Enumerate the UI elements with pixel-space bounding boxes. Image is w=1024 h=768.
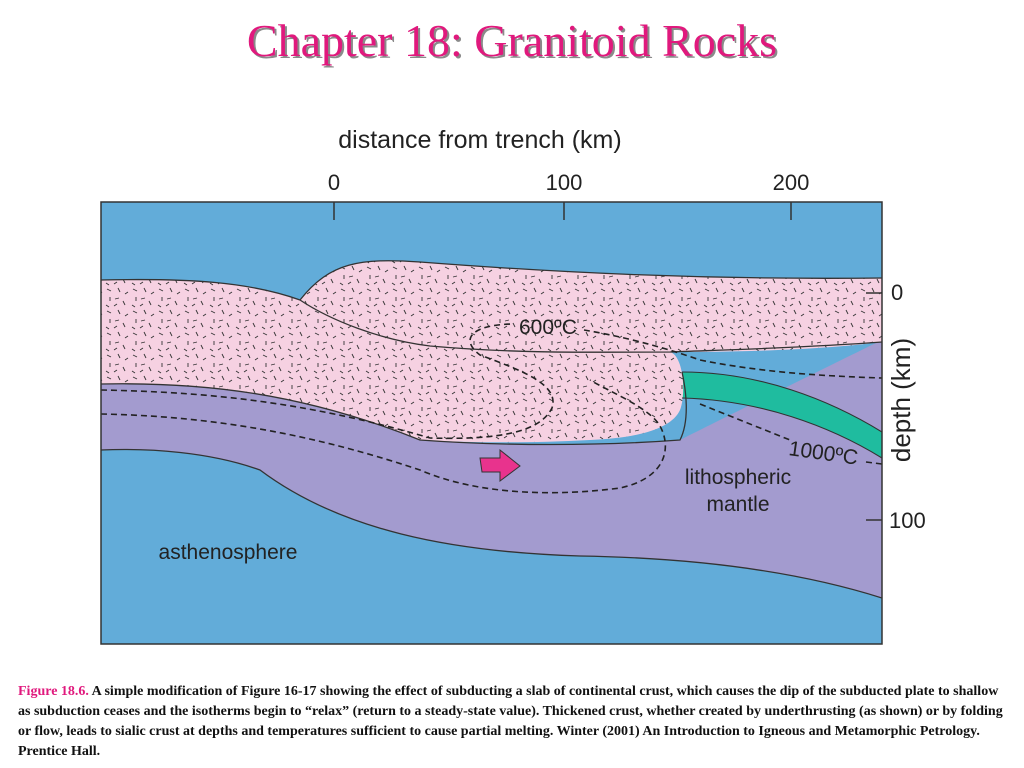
slide-title: Chapter 18: Granitoid Rocks — [246, 15, 778, 66]
right-axis-label: depth (km) — [886, 338, 916, 462]
diagram-frame — [100, 201, 883, 645]
top-axis-label: distance from trench (km) — [338, 126, 621, 154]
figure-caption: Figure 18.6. A simple modification of Fi… — [18, 682, 1008, 762]
isotherm-1000 — [101, 379, 667, 494]
top-tick-100: 100 — [546, 170, 583, 195]
caption-text: A simple modification of Figure 16-17 sh… — [18, 684, 1003, 759]
isotherm-600 — [101, 323, 882, 440]
arrow-icon — [479, 448, 521, 482]
subducting-slab — [682, 372, 882, 458]
right-tick-0: 0 — [891, 280, 903, 305]
mantle-label: mantle — [706, 493, 769, 516]
top-tick-200: 200 — [773, 170, 810, 195]
lithospheric-label: lithospheric — [685, 466, 791, 489]
right-tick-100: 100 — [889, 508, 926, 533]
top-tick-0: 0 — [328, 170, 340, 195]
isotherm-600-label: 600ºC — [519, 316, 577, 339]
figure-label: Figure 18.6. — [18, 684, 89, 699]
asthenosphere-label: asthenosphere — [159, 541, 298, 564]
